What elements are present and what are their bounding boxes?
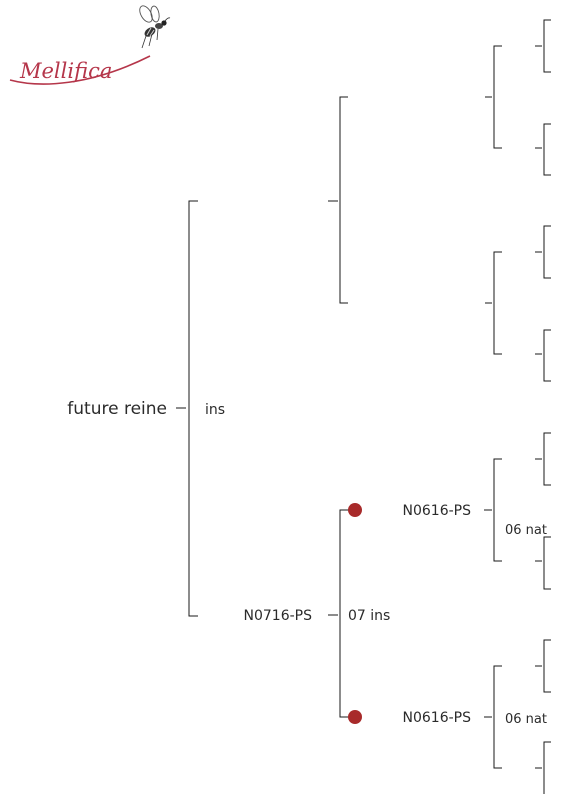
- red-dot-marker: [348, 503, 362, 517]
- grandparent-bracket: [493, 458, 502, 562]
- upper-bracket: [339, 96, 348, 304]
- grandparent-link-label: 06 nat: [505, 523, 547, 538]
- leaf-bracket: [543, 123, 551, 176]
- bee-icon: [139, 5, 171, 49]
- father-bracket: [339, 509, 352, 718]
- root-bracket: [188, 200, 198, 617]
- leaf-bracket: [543, 639, 551, 693]
- leaf-bracket: [543, 19, 551, 73]
- upper-a-bracket: [493, 45, 502, 149]
- upper-b-bracket: [493, 251, 502, 355]
- root-label: future reine: [67, 399, 167, 419]
- logo: Mellifica: [9, 5, 171, 85]
- father-link-label: 07 ins: [348, 608, 390, 624]
- logo-text: Mellifica: [19, 59, 112, 83]
- grandparent-link-label: 06 nat: [505, 712, 547, 727]
- logo-swoosh: [9, 55, 151, 85]
- leaf-bracket: [543, 536, 551, 590]
- grandparent-label: N0616-PS: [403, 503, 472, 519]
- leaf-bracket: [543, 432, 551, 486]
- father-label: N0716-PS: [244, 608, 313, 624]
- grandparent-bracket: [493, 665, 502, 769]
- grandparent-label: N0616-PS: [403, 710, 472, 726]
- leaf-bracket: [543, 225, 551, 279]
- red-dot-marker: [348, 710, 362, 724]
- leaf-bracket: [543, 329, 551, 382]
- root-link-label: ins: [205, 402, 225, 418]
- leaf-bracket: [543, 741, 551, 794]
